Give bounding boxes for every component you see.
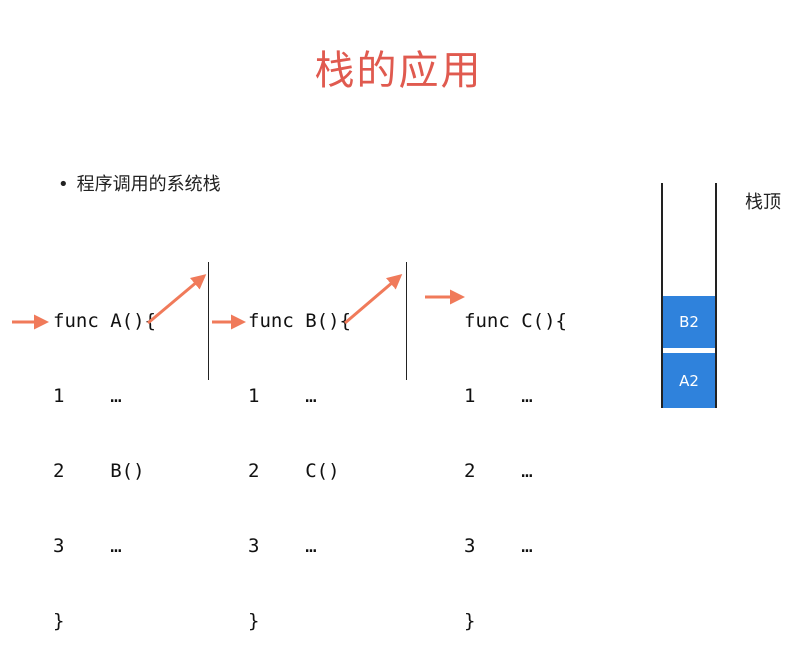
func-a-line-2: 2 B(): [53, 460, 145, 482]
stack-item-a2: A2: [663, 353, 715, 408]
call-arrow-b-to-c: [344, 274, 403, 325]
stack-left-wall: [661, 183, 663, 408]
stack-item-b2: B2: [663, 296, 715, 348]
func-b-header: func B(){: [248, 310, 351, 332]
arrows-layer: [12, 274, 465, 330]
divider-line: [208, 262, 209, 380]
func-c-line-2: 2 …: [464, 460, 533, 482]
bullet-item: • 程序调用的系统栈: [58, 170, 221, 196]
call-arrow-a-to-b: [147, 274, 207, 325]
func-a-close: }: [53, 610, 65, 632]
func-c-close: }: [464, 610, 476, 632]
func-c-line-1: 1 …: [464, 385, 533, 407]
divider-line: [406, 262, 407, 380]
func-c-line-3: 3 …: [464, 535, 533, 557]
func-b-line-2: 2 C(): [248, 460, 340, 482]
func-a-header: func A(){: [53, 310, 156, 332]
stack-top-label: 栈顶: [745, 192, 781, 213]
func-a-line-1: 1 …: [53, 385, 122, 407]
func-b-close: }: [248, 610, 260, 632]
bullet-text: 程序调用的系统栈: [76, 174, 221, 195]
slide-title: 栈的应用: [314, 48, 483, 94]
func-c-header: func C(){: [464, 310, 567, 332]
bullet-dot: •: [58, 174, 69, 195]
func-b-line-1: 1 …: [248, 385, 317, 407]
stack-right-wall: [715, 183, 717, 408]
func-a-line-3: 3 …: [53, 535, 122, 557]
func-b-line-3: 3 …: [248, 535, 317, 557]
